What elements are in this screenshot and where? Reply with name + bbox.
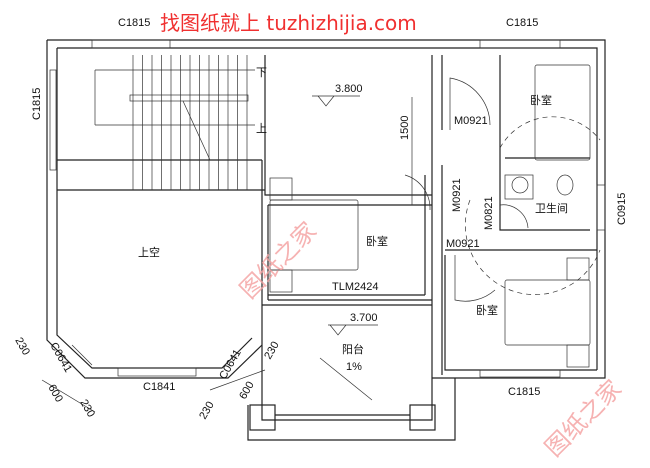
room-bedroom-top: 卧室: [530, 93, 552, 107]
door-label-bath: M0821: [483, 196, 495, 230]
watermark-stamp-1: 图纸之家: [234, 217, 322, 305]
window-label-bay-right: C0641: [217, 347, 244, 381]
room-bedroom-bottom: 卧室: [476, 303, 498, 317]
dim-b: 600: [45, 383, 65, 405]
window-label-bay-left: C0641: [47, 341, 74, 375]
door-label-hall: M0921: [454, 115, 488, 127]
door-label-bath-left: M0921: [451, 178, 463, 212]
door-label-sliding: TLM2424: [332, 281, 378, 293]
stair-down-label: 下: [256, 66, 267, 79]
dim-hall-depth: 1500: [399, 116, 411, 140]
stair-handrail: [129, 94, 249, 102]
window-label-bottom-right: C1815: [508, 386, 540, 398]
dim-d: 230: [197, 400, 217, 422]
room-bathroom: 卫生间: [535, 201, 568, 215]
dim-a: 230: [12, 336, 32, 358]
furniture: [269, 64, 601, 368]
level-hall: 3.800: [335, 83, 363, 95]
slope-arrow: [319, 357, 373, 401]
watermark-top: 找图纸就上 tuzhizhijia.com: [160, 11, 417, 35]
level-marker-balcony: [328, 324, 378, 336]
window-label-top-left: C1815: [118, 17, 150, 29]
dim-f: 230: [262, 340, 282, 362]
staircase: [132, 55, 248, 190]
room-bedroom-mid: 卧室: [366, 234, 388, 248]
watermark-stamp-2: 图纸之家: [539, 375, 627, 463]
window-label-left: C1815: [31, 88, 43, 120]
level-marker-hall: [312, 95, 360, 107]
windows: [49, 39, 606, 378]
room-void: 上空: [138, 245, 160, 259]
door-label-lower: M0921: [446, 238, 480, 250]
window-label-bay: C1841: [143, 381, 175, 393]
stair-up-label: 上: [256, 122, 267, 135]
room-balcony: 阳台: [342, 342, 364, 356]
dim-e: 600: [237, 380, 257, 402]
walls: [46, 39, 606, 441]
slope-label: 1%: [346, 361, 362, 373]
window-label-bath: C0915: [616, 193, 628, 225]
window-label-top-right: C1815: [506, 17, 538, 29]
level-balcony: 3.700: [350, 312, 378, 324]
dim-c: 230: [77, 398, 97, 420]
